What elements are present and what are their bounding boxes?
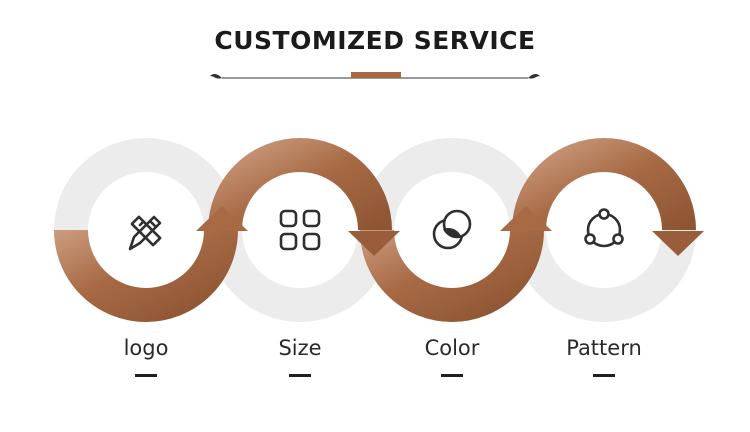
title-accent-bar xyxy=(351,72,401,78)
arrow-up-3 xyxy=(500,206,552,231)
step-dash-logo xyxy=(135,374,157,377)
connected-nodes-icon xyxy=(584,208,624,248)
grid-four-squares-icon xyxy=(279,209,321,251)
step-dash-pattern xyxy=(593,374,615,377)
overlapping-circles-icon xyxy=(432,209,472,250)
step-dash-color xyxy=(441,374,463,377)
page-title: CUSTOMIZED SERVICE xyxy=(214,26,536,55)
step-dash-size xyxy=(289,374,311,377)
step-label-size: Size xyxy=(278,336,322,360)
copper-flow xyxy=(54,138,704,322)
arrow-up-1 xyxy=(196,206,248,231)
arrow-down-2 xyxy=(348,231,400,256)
step-label-logo: logo xyxy=(123,336,169,360)
pencil-ruler-icon xyxy=(128,215,162,251)
step-label-color: Color xyxy=(424,336,480,360)
title-divider xyxy=(210,72,540,79)
step-label-pattern: Pattern xyxy=(566,336,642,360)
arrow-down-4 xyxy=(652,231,704,256)
